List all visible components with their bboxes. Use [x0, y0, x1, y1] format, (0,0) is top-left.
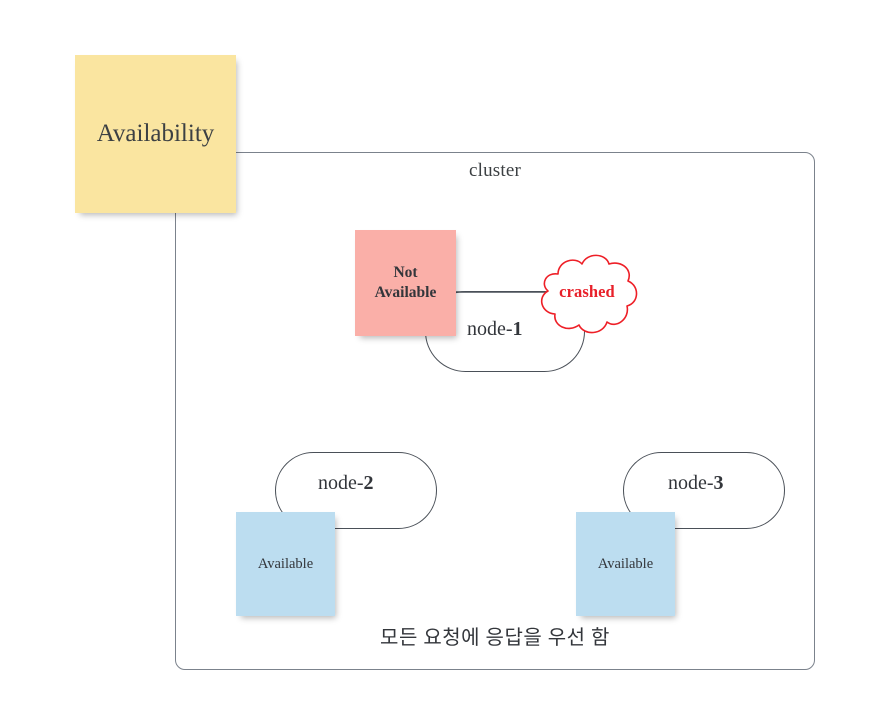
node-3-label-number: 3: [713, 472, 724, 494]
node-1-crash-connector: [440, 291, 546, 293]
node-2-status-label: Available: [257, 555, 314, 572]
node-1-status-note[interactable]: Not Available: [355, 230, 456, 336]
node-2-status-note[interactable]: Available: [236, 512, 335, 616]
node-2-label-number: 2: [363, 472, 374, 494]
node-3-status-label: Available: [597, 555, 654, 572]
node-3-status-note[interactable]: Available: [576, 512, 675, 616]
node-1-label: node-1: [467, 318, 523, 341]
node-2-label-prefix: node-: [318, 472, 364, 494]
crashed-label: crashed: [559, 282, 615, 301]
cluster-caption: 모든 요청에 응답을 우선 함: [380, 627, 610, 649]
node-1-label-number: 1: [512, 318, 523, 340]
crashed-cloud-icon: [540, 254, 638, 334]
cluster-label: cluster: [468, 160, 522, 181]
node-3-label-prefix: node-: [668, 472, 714, 494]
availability-note-label: Availability: [96, 120, 215, 147]
node-1-status-line2: Available: [374, 284, 437, 301]
node-1-label-prefix: node-: [467, 318, 513, 340]
node-1-status-line1: Not: [393, 264, 418, 282]
node-3-label: node-3: [668, 472, 724, 495]
availability-note[interactable]: Availability: [75, 55, 236, 213]
node-2-label: node-2: [318, 472, 374, 495]
cluster-boundary: [175, 152, 815, 670]
